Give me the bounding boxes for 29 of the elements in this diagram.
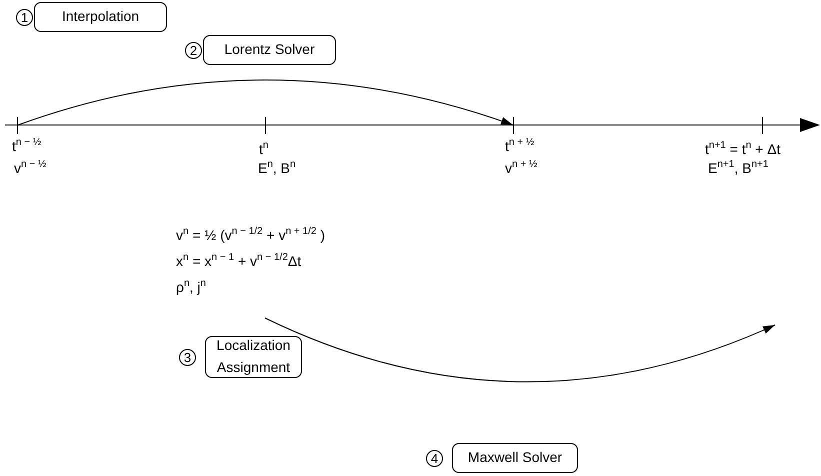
axis-label: t$^{n+1}$ = t$^{n}$ + Δt: [705, 141, 780, 157]
process-box: [34, 2, 167, 32]
arrow: [264, 318, 776, 382]
tick-mark: [265, 117, 266, 134]
axis-label: v$^{n − ½}$: [14, 160, 46, 176]
axis-label: t$^{n}$: [259, 141, 268, 157]
box-label: Lorentz Solver: [224, 40, 315, 60]
step-number: 4: [426, 450, 443, 467]
process-box: [452, 443, 578, 473]
box-label: Maxwell Solver: [468, 448, 562, 468]
axis-label: t$^{n + ½}$: [505, 138, 534, 154]
arrow: [18, 80, 514, 126]
axis-label: E$^{n+1}$, B$^{n+1}$: [708, 160, 768, 176]
equation: ρ$^{n}$, j$^{n}$: [176, 277, 207, 297]
process-box: [205, 336, 302, 378]
tick-mark: [762, 117, 763, 134]
axis-label: t$^{n − ½}$: [12, 138, 42, 154]
step-number: 3: [179, 349, 196, 366]
tick-mark: [513, 117, 514, 134]
axis-label: E$^{n}$, B$^{n}$: [258, 160, 296, 176]
box-label: Localization Assignment: [216, 336, 292, 377]
process-box: [203, 35, 336, 65]
tick-mark: [17, 117, 18, 134]
box-label: Interpolation: [62, 7, 140, 26]
step-number: 2: [185, 42, 202, 59]
step-number: 1: [16, 9, 33, 26]
equation: v$^{n}$ = ½ (v$^{n − 1/2}$ + v$^{n + 1/2}$ ): [176, 225, 326, 245]
equation: x$^{n}$ = x$^{n − 1}$ + v$^{n − 1/2}$Δt: [176, 251, 302, 271]
axis-label: v$^{n + ½}$: [505, 160, 538, 176]
